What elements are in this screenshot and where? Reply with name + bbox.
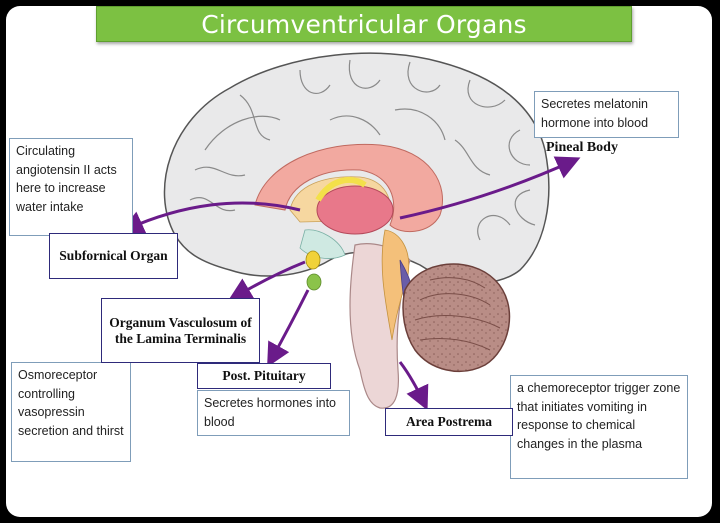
osmoreceptor-note: Osmoreceptor controlling vasopressin sec… — [11, 362, 131, 462]
slide-title: Circumventricular Organs — [201, 9, 527, 39]
ovlt-label: Organum Vasculosum of the Lamina Termina… — [101, 298, 260, 363]
corpus-callosum — [254, 143, 443, 233]
subfornical-organ-label: Subfornical Organ — [49, 233, 178, 279]
title-banner: Circumventricular Organs — [96, 6, 632, 42]
post-pituitary-label: Post. Pituitary — [197, 363, 331, 389]
melatonin-note-text: Secretes melatonin hormone into blood — [541, 97, 649, 130]
arrow-subfornical — [119, 201, 301, 234]
pineal-body-text: Pineal Body — [546, 140, 618, 155]
hormones-note: Secretes hormones into blood — [197, 390, 350, 436]
arrow-area-postrema — [398, 361, 429, 411]
subfornical-organ-text: Subfornical Organ — [59, 248, 168, 263]
arrow-ovlt — [227, 260, 306, 302]
cerebellum — [402, 263, 511, 373]
hormones-note-text: Secretes hormones into blood — [204, 396, 337, 429]
angiotensin-note-text: Circulating angiotensin II acts here to … — [16, 144, 117, 214]
chemoreceptor-note: a chemoreceptor trigger zone that initia… — [510, 375, 688, 479]
angiotensin-note: Circulating angiotensin II acts here to … — [9, 138, 133, 236]
ovlt-text: Organum Vasculosum of the Lamina Termina… — [109, 314, 252, 346]
arrow-pineal — [399, 156, 581, 220]
area-postrema-text: Area Postrema — [405, 414, 493, 429]
thalamus — [316, 185, 394, 235]
osmoreceptor-note-text: Osmoreceptor controlling vasopressin sec… — [18, 368, 124, 438]
pointer-arrows — [119, 156, 581, 411]
area-postrema-label: Area Postrema — [385, 408, 513, 436]
arrow-post-pituitary — [267, 289, 310, 368]
chemoreceptor-note-text: a chemoreceptor trigger zone that initia… — [517, 381, 681, 451]
post-pituitary-text: Post. Pituitary — [222, 368, 306, 383]
gyri-lines — [189, 59, 536, 241]
melatonin-note: Secretes melatonin hormone into blood — [534, 91, 679, 138]
pineal-body-label: Pineal Body — [546, 140, 618, 156]
